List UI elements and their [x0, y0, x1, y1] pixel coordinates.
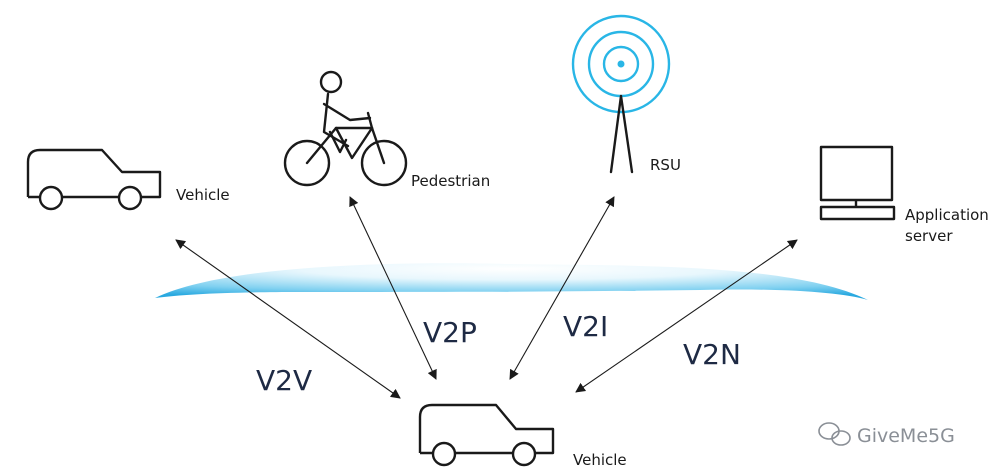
watermark-text: GiveMe5G [857, 425, 955, 447]
vehicle-left-label: Vehicle [176, 186, 230, 204]
v2p-label: V2P [423, 316, 477, 349]
cyclist-icon [283, 70, 408, 187]
vehicle-center-icon [418, 403, 555, 467]
monitor-icon [819, 145, 896, 221]
network-cloud [155, 263, 868, 300]
v2n-label: V2N [683, 338, 741, 371]
app-server-label-line1: Application [905, 206, 989, 224]
app-server-label-line2: server [905, 227, 953, 245]
links [175, 196, 798, 399]
vehicle-center-label: Vehicle [573, 451, 627, 469]
pedestrian-label: Pedestrian [411, 172, 490, 190]
v2v-label: V2V [256, 364, 312, 397]
v2p-link [349, 196, 437, 380]
wechat-icon [818, 422, 851, 446]
vehicle-left-icon [26, 148, 162, 211]
rsu-label: RSU [650, 156, 681, 174]
v2i-label: V2I [563, 310, 608, 343]
v2i-link [509, 196, 615, 380]
v2n-link [575, 239, 798, 393]
rsu-icon [571, 14, 671, 174]
